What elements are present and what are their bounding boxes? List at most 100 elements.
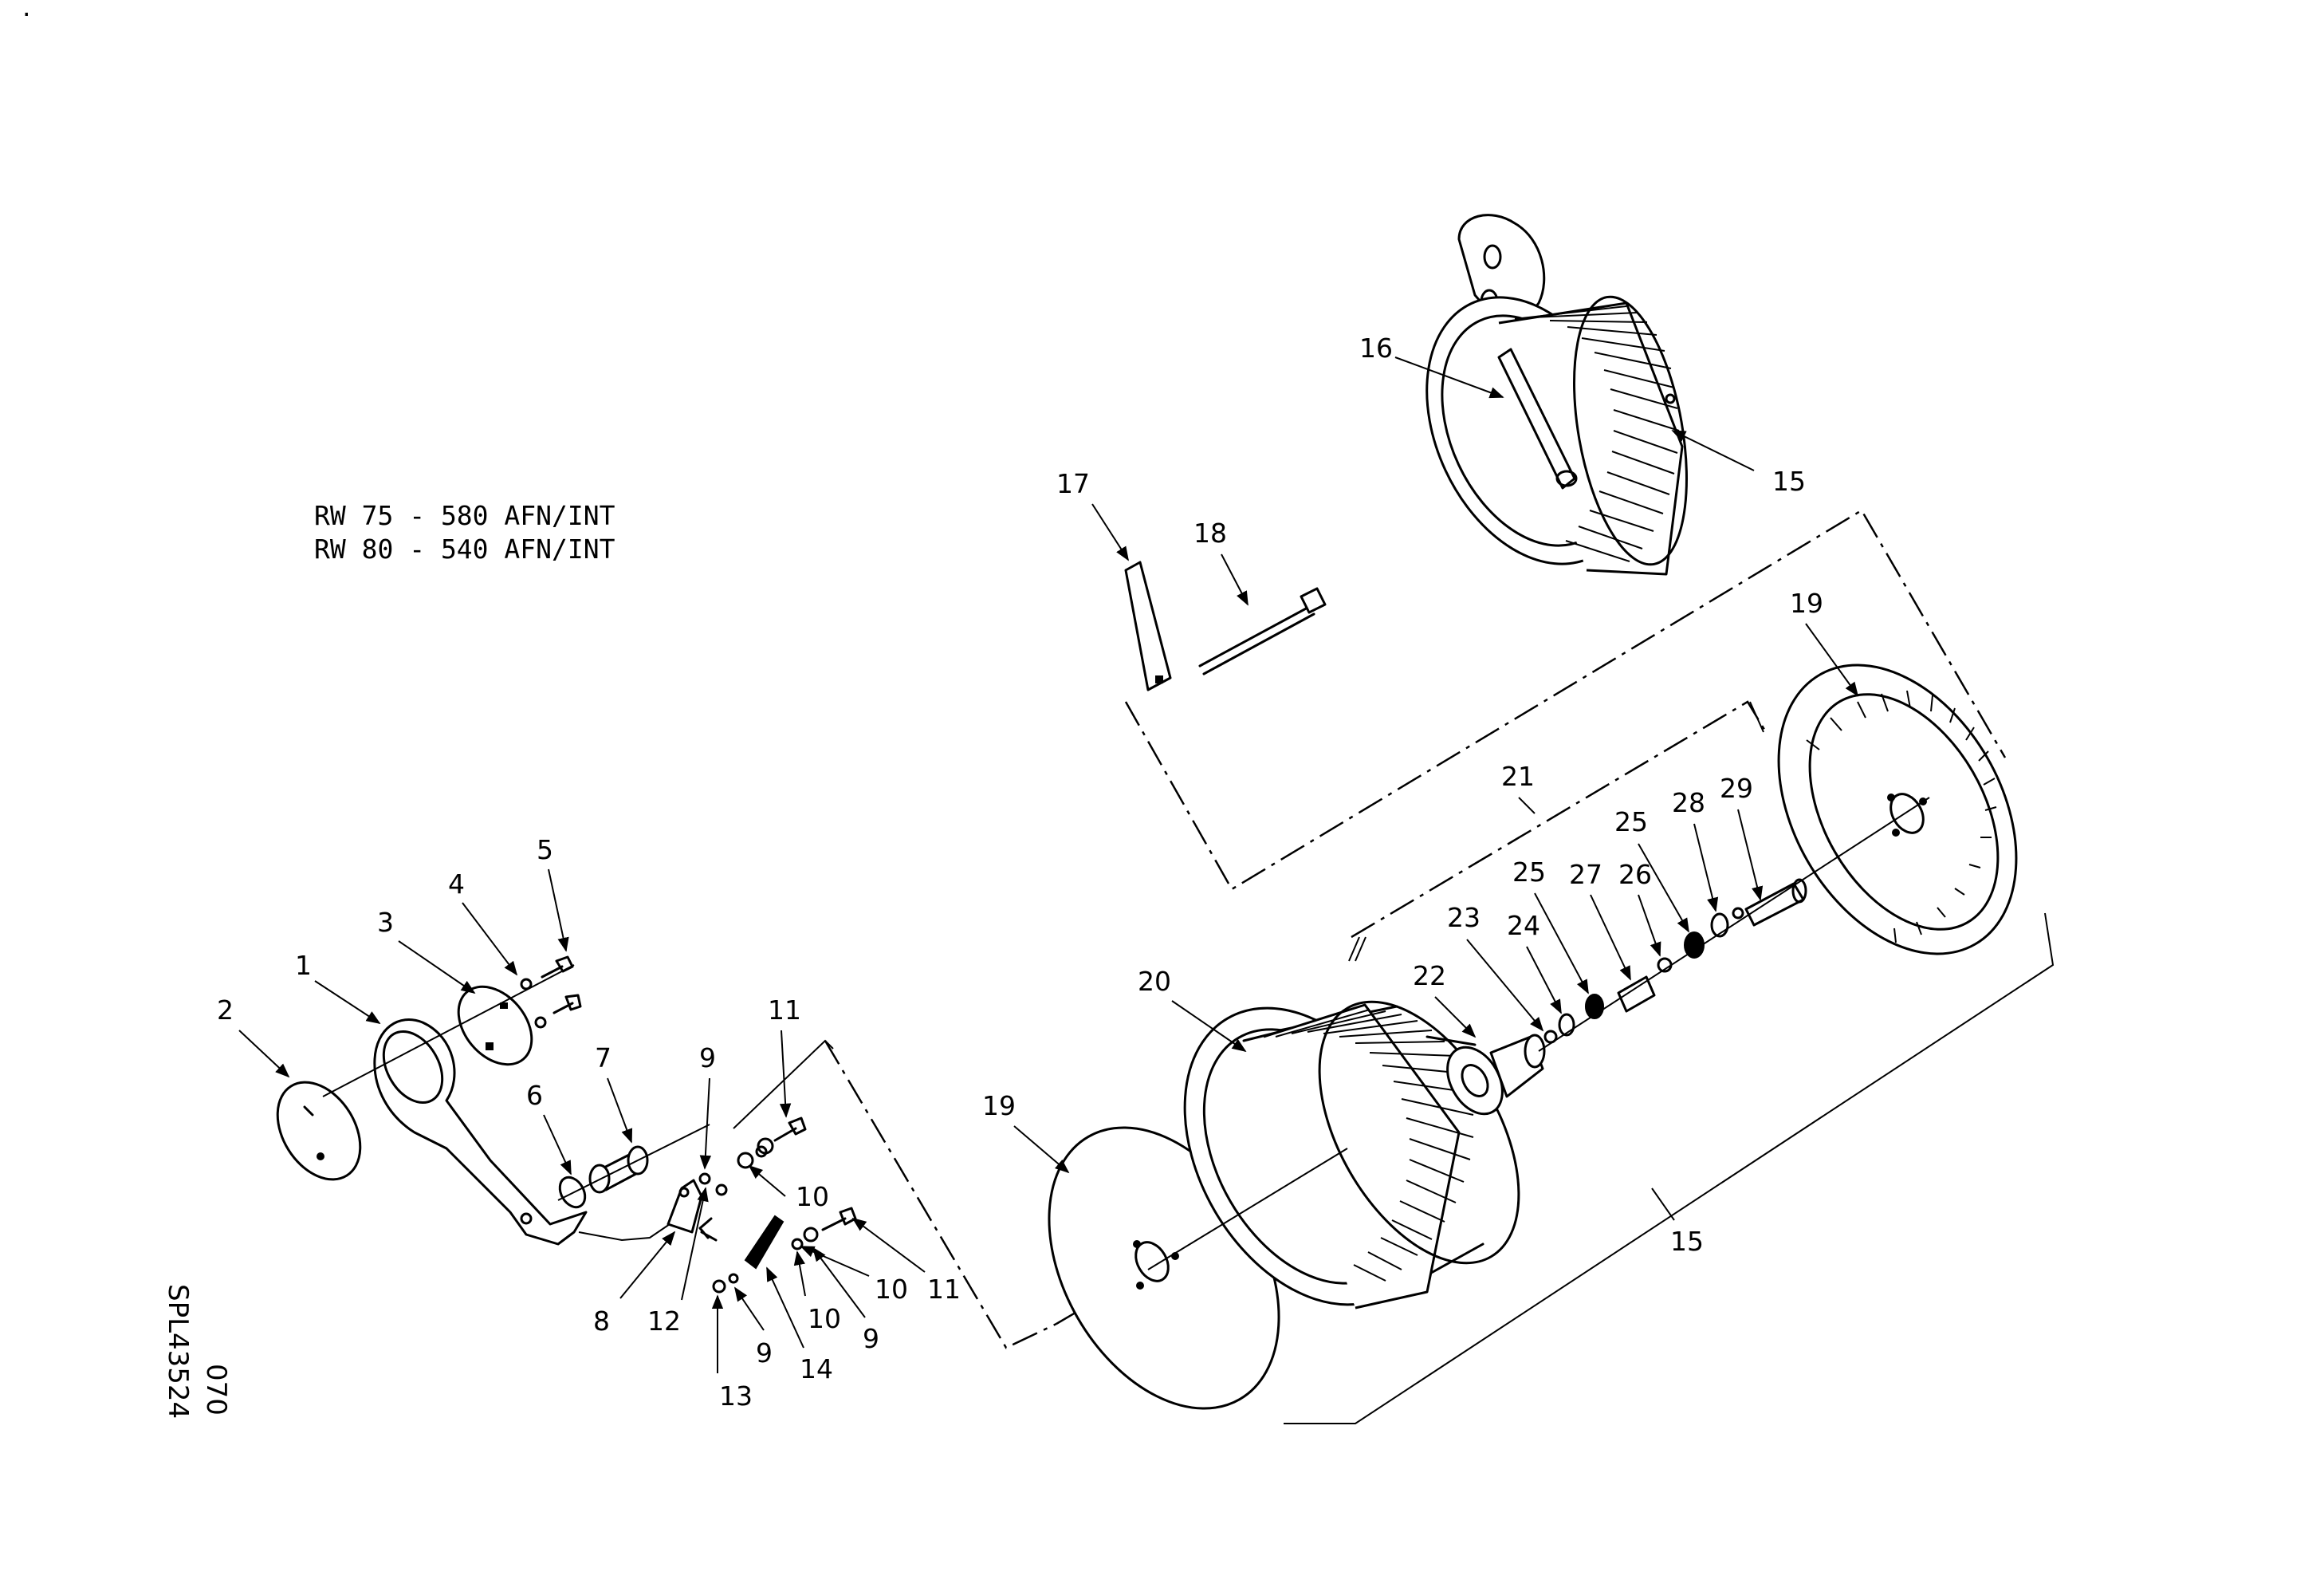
svg-text:14: 14 xyxy=(800,1353,833,1384)
svg-text:17: 17 xyxy=(1056,468,1090,499)
svg-text:2: 2 xyxy=(217,994,234,1026)
callout-10c: 10 xyxy=(793,1250,841,1334)
svg-text:28: 28 xyxy=(1672,787,1705,818)
svg-text:13: 13 xyxy=(719,1380,753,1412)
callout-10a: 10 xyxy=(748,1164,829,1212)
strut-part-16 xyxy=(1497,348,1576,490)
svg-text:8: 8 xyxy=(593,1306,610,1337)
svg-text:26: 26 xyxy=(1618,859,1652,890)
washer-part-24 xyxy=(1558,1013,1575,1037)
washer-part-4 xyxy=(520,978,533,990)
main-wheel-assembly xyxy=(1048,664,2018,1410)
svg-text:20: 20 xyxy=(1138,966,1171,997)
callout-9a: 9 xyxy=(699,1042,716,1170)
callout-23: 23 xyxy=(1447,902,1544,1032)
plate-part-15-top xyxy=(1457,214,1546,325)
callout-9b: 9 xyxy=(733,1286,773,1369)
svg-text:3: 3 xyxy=(377,907,394,938)
svg-text:22: 22 xyxy=(1413,960,1446,991)
svg-text:16: 16 xyxy=(1359,333,1393,364)
svg-text:9: 9 xyxy=(863,1323,879,1354)
svg-text:21: 21 xyxy=(1501,761,1535,792)
bearing-part-25b xyxy=(1684,931,1705,959)
ring-part-28 xyxy=(1710,912,1729,938)
corner-mark: . xyxy=(22,0,31,22)
svg-text:5: 5 xyxy=(537,834,553,865)
bolt-part-18 xyxy=(1198,606,1315,675)
model-title-1: RW 75 - 580 AFN/INT xyxy=(314,500,615,531)
svg-text:10: 10 xyxy=(808,1303,841,1334)
axle-part-29 xyxy=(1744,882,1805,927)
left-arm-assembly xyxy=(276,955,857,1294)
ring-part-23 xyxy=(1543,1030,1558,1044)
svg-text:25: 25 xyxy=(1614,806,1648,837)
callout-9c: 9 xyxy=(812,1246,879,1354)
callout-5: 5 xyxy=(537,834,569,952)
callout-15-bottom: 15 xyxy=(1651,1187,1704,1257)
callout-29: 29 xyxy=(1720,773,1764,901)
svg-text:18: 18 xyxy=(1193,518,1227,549)
callout-12: 12 xyxy=(647,1187,709,1337)
callout-13: 13 xyxy=(711,1294,753,1412)
svg-text:7: 7 xyxy=(595,1042,611,1073)
callout-24: 24 xyxy=(1507,910,1562,1014)
svg-text:9: 9 xyxy=(756,1337,773,1369)
callout-2: 2 xyxy=(217,994,290,1078)
callout-19-left: 19 xyxy=(982,1090,1070,1174)
callout-4: 4 xyxy=(448,868,518,976)
svg-text:1: 1 xyxy=(295,950,312,981)
callout-6: 6 xyxy=(526,1080,572,1176)
svg-text:11: 11 xyxy=(927,1274,961,1305)
callout-11a: 11 xyxy=(768,994,801,1118)
callout-20: 20 xyxy=(1138,966,1247,1053)
drawing-sheet: 070 xyxy=(200,1364,232,1416)
callouts: 1 2 3 4 5 6 7 8 xyxy=(217,333,1859,1412)
callout-21: 21 xyxy=(1501,761,1536,814)
arm-part-1 xyxy=(373,1018,588,1246)
svg-text:10: 10 xyxy=(796,1181,829,1212)
svg-text:24: 24 xyxy=(1507,910,1540,941)
model-title-2: RW 80 - 540 AFN/INT xyxy=(314,534,615,565)
side-disc-part-19-right xyxy=(1777,664,2018,955)
callout-10b: 10 xyxy=(800,1246,908,1305)
callout-27: 27 xyxy=(1569,859,1631,981)
callout-22: 22 xyxy=(1413,960,1477,1038)
top-wheel-assembly xyxy=(1425,214,1688,576)
svg-text:19: 19 xyxy=(1790,588,1823,619)
callout-25-lower: 25 xyxy=(1512,857,1589,994)
callout-16: 16 xyxy=(1359,333,1504,399)
cover-disc-part-2 xyxy=(276,1081,362,1181)
callout-26: 26 xyxy=(1618,859,1661,957)
callout-1: 1 xyxy=(295,950,381,1024)
callout-14: 14 xyxy=(766,1266,833,1384)
spring-part-14 xyxy=(744,1215,784,1270)
callout-25-upper: 25 xyxy=(1614,806,1689,933)
callout-15-top: 15 xyxy=(1671,430,1806,497)
svg-text:4: 4 xyxy=(448,868,465,900)
spacer-part-27 xyxy=(1617,975,1656,1013)
svg-text:11: 11 xyxy=(768,994,801,1026)
bracket-part-17 xyxy=(1124,561,1172,691)
callout-7: 7 xyxy=(595,1042,633,1144)
svg-text:19: 19 xyxy=(982,1090,1016,1121)
svg-text:23: 23 xyxy=(1447,902,1481,933)
callout-18: 18 xyxy=(1193,518,1249,606)
callout-19-right: 19 xyxy=(1790,588,1859,697)
drawing-code-block: SPL43524 070 xyxy=(162,1284,232,1419)
svg-text:12: 12 xyxy=(647,1306,681,1337)
svg-text:6: 6 xyxy=(526,1080,543,1111)
callout-17: 17 xyxy=(1056,468,1129,561)
callout-8: 8 xyxy=(593,1231,676,1337)
svg-text:15: 15 xyxy=(1772,466,1806,497)
svg-text:27: 27 xyxy=(1569,859,1602,890)
svg-text:15: 15 xyxy=(1670,1226,1704,1257)
svg-text:9: 9 xyxy=(699,1042,716,1073)
svg-text:29: 29 xyxy=(1720,773,1753,804)
callout-11b: 11 xyxy=(851,1217,961,1305)
callout-28: 28 xyxy=(1672,787,1719,912)
svg-text:10: 10 xyxy=(875,1274,908,1305)
drawing-code: SPL43524 xyxy=(162,1284,194,1419)
callout-3: 3 xyxy=(377,907,476,994)
svg-text:25: 25 xyxy=(1512,857,1546,888)
